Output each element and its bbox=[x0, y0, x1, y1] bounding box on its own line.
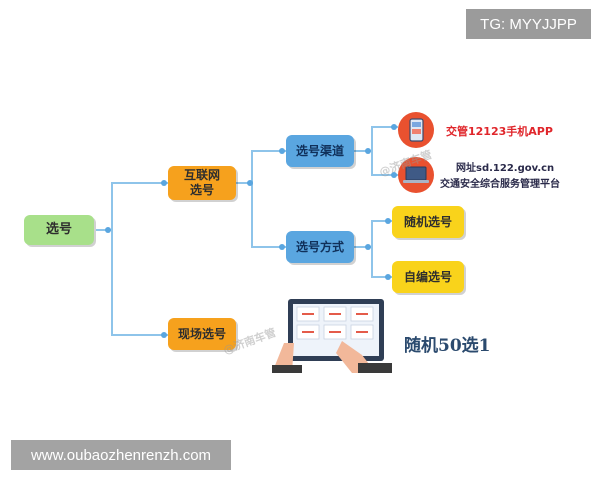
tablet-icon bbox=[272, 295, 392, 373]
node-random: 随机选号 bbox=[392, 206, 464, 238]
mind-map-diagram: 选号 互联网 选号 现场选号 选号渠道 选号方式 随机选号 自编选号 交管121… bbox=[0, 95, 600, 385]
node-internet: 互联网 选号 bbox=[168, 166, 236, 200]
phone-icon bbox=[398, 112, 434, 148]
connector-lines bbox=[96, 124, 398, 338]
watermark-badge-url: www.oubaozhenrenzh.com bbox=[11, 440, 231, 470]
node-channel: 选号渠道 bbox=[286, 135, 354, 167]
website-platform: 交通安全综合服务管理平台 bbox=[440, 179, 560, 190]
watermark-badge-tg: TG: MYYJJPP bbox=[466, 9, 591, 39]
laptop-icon bbox=[398, 157, 434, 193]
node-onsite: 现场选号 bbox=[168, 318, 236, 350]
tagline-random-50: 随机50选1 bbox=[404, 336, 491, 356]
app-label: 交管12123手机APP bbox=[446, 125, 553, 138]
node-method: 选号方式 bbox=[286, 231, 354, 263]
node-custom: 自编选号 bbox=[392, 261, 464, 293]
node-root: 选号 bbox=[24, 215, 94, 245]
website-url: 网址sd.122.gov.cn bbox=[456, 163, 555, 174]
